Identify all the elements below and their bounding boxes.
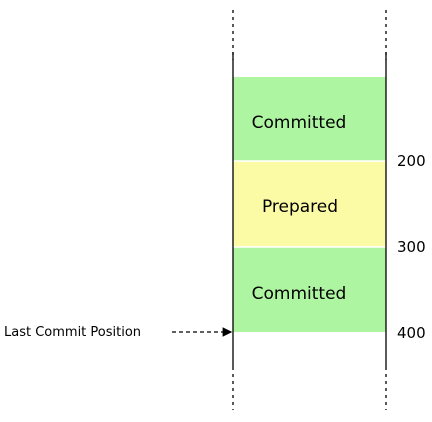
block-prepared <box>233 161 386 247</box>
block-label-committed-top: Committed <box>252 113 347 133</box>
boundary-label-300: 300 <box>397 238 426 256</box>
block-committed-top <box>233 77 386 161</box>
boundary-label-200: 200 <box>397 152 426 170</box>
block-label-prepared: Prepared <box>262 197 338 217</box>
last-commit-position-label: Last Commit Position <box>4 325 141 340</box>
boundary-label-400: 400 <box>397 324 426 342</box>
block-label-committed-bottom: Committed <box>252 284 347 304</box>
block-committed-bottom <box>233 247 386 332</box>
